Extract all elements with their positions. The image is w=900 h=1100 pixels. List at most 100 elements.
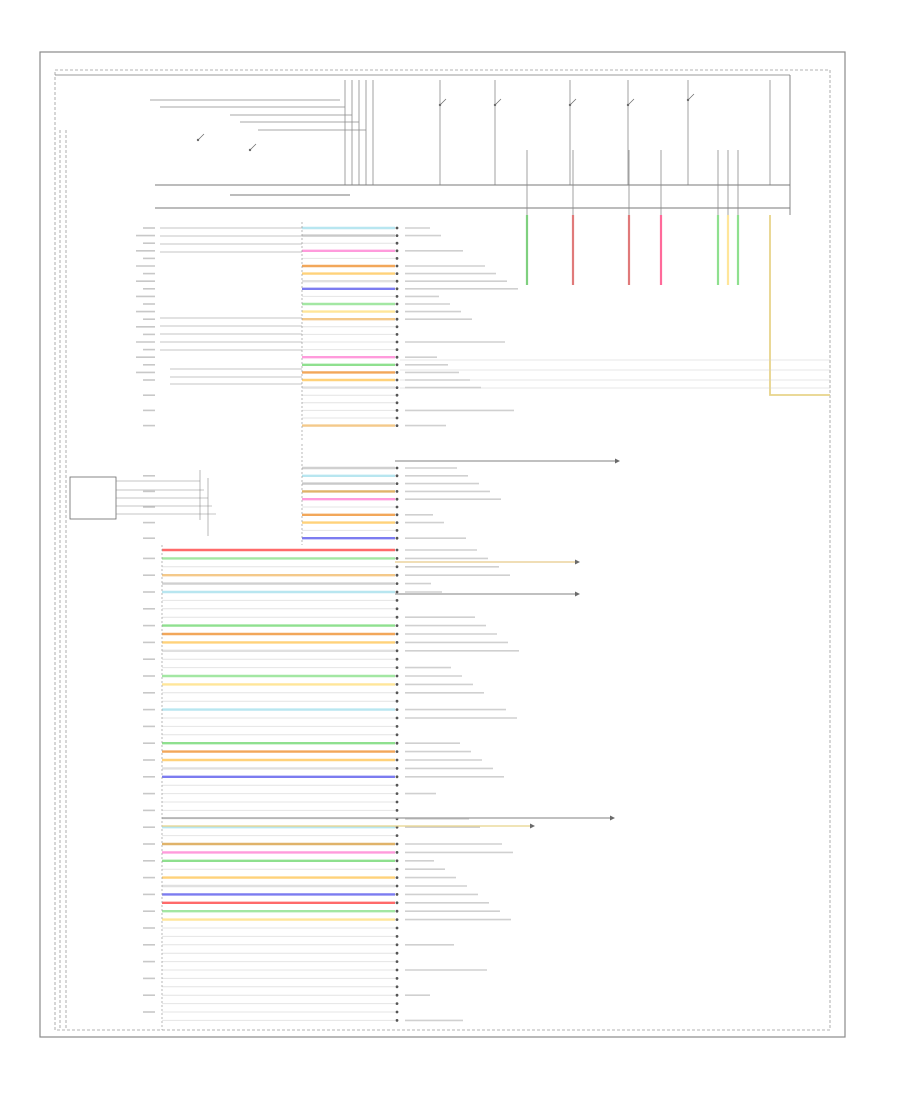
arrow-head [575,591,580,597]
connector-pin [395,505,399,509]
switch-node [196,138,200,142]
connector-pin [395,355,399,359]
connector-pin [395,378,399,382]
switch-node [626,103,630,107]
connector-pin [395,641,399,644]
bus-lines [155,75,791,215]
connector-pin [395,699,399,703]
connector-pin [395,1002,399,1005]
connector-pin [395,348,399,351]
connector-pin [395,264,399,268]
connector-pin [395,497,399,501]
connector-pin [395,783,399,787]
switch-symbol [439,98,447,106]
connector-pin [395,257,399,260]
connector-pin [395,226,399,230]
connector-pin [395,884,399,888]
arrow-head [610,815,615,821]
connector-pin [395,325,399,329]
connector-pin [395,792,399,795]
switch-symbol [249,143,257,151]
connector-pin [395,775,399,779]
connector-pin [395,859,399,863]
switch-node [438,103,442,107]
connector-pin [395,424,399,427]
connector-pin [395,800,399,804]
connector-pin [395,951,399,955]
connector-pin [395,691,399,695]
connector-pin [395,272,399,275]
connector-pin [395,666,399,669]
connector-pin [395,234,399,238]
connector-pin [395,279,399,283]
connector-pin [395,521,399,524]
connector-pin [395,416,399,420]
connector-pin [395,767,399,770]
yellow-run [769,215,830,396]
connector-pin [395,302,399,306]
connector-pin [395,935,399,938]
connector-pin [395,557,399,560]
connector-pin [395,409,399,412]
connector-pin [395,490,399,493]
connector-pin [395,893,399,896]
connector-pin [395,474,399,478]
switch-symbol [627,98,635,106]
connector-pin [395,901,399,905]
connector-pin [395,513,399,517]
side-module-lines [116,470,216,536]
connector-pin [395,985,399,989]
connector-pin [395,649,399,653]
arrow-head [530,823,535,829]
connector-pin [395,573,399,577]
switch-symbol [197,133,205,141]
switch-node [686,98,690,102]
connector-wire-rows [160,222,399,1030]
arrow-head [575,559,580,565]
module-border [54,69,831,1031]
connector-pin [395,758,399,762]
diagram-frame [39,51,846,1038]
connector-pin [395,851,399,854]
arrow-head [615,458,620,464]
connector-pin [395,657,399,661]
connector-pin [395,310,399,313]
connector-pin [395,750,399,753]
connector-pin [395,993,399,997]
connector-pin [395,733,399,737]
connector-pin [395,960,399,963]
connector-pin [395,809,399,812]
connector-pin [395,333,399,336]
connector-pin [395,482,399,485]
connector-pin [395,565,399,569]
connector-pin [395,536,399,540]
connector-pin [395,867,399,871]
connector-pin [395,590,399,594]
connector-pin [395,401,399,405]
connector-pin [395,241,399,245]
connector-pin [395,977,399,980]
switch-node [248,148,252,152]
connector-pin [395,466,399,470]
connector-pin [395,876,399,879]
right-destination-labels [405,227,519,1022]
connector-pin [395,926,399,930]
connector-pin [395,615,399,619]
off-page-arrows [162,458,620,829]
connector-pin [395,340,399,344]
connector-pin [395,363,399,367]
connector-pin [395,683,399,686]
connector-pin [395,582,399,585]
connector-pin [395,1010,399,1014]
connector-pin [395,909,399,913]
connector-pin [395,716,399,720]
connector-pin [395,632,399,636]
left-pin-labels [136,227,155,1013]
switch-node [493,103,497,107]
side-module-box [69,476,117,520]
connector-pin [395,834,399,837]
switch-symbol [494,98,502,106]
switch-symbol [687,93,695,101]
connector-pin [395,249,399,253]
